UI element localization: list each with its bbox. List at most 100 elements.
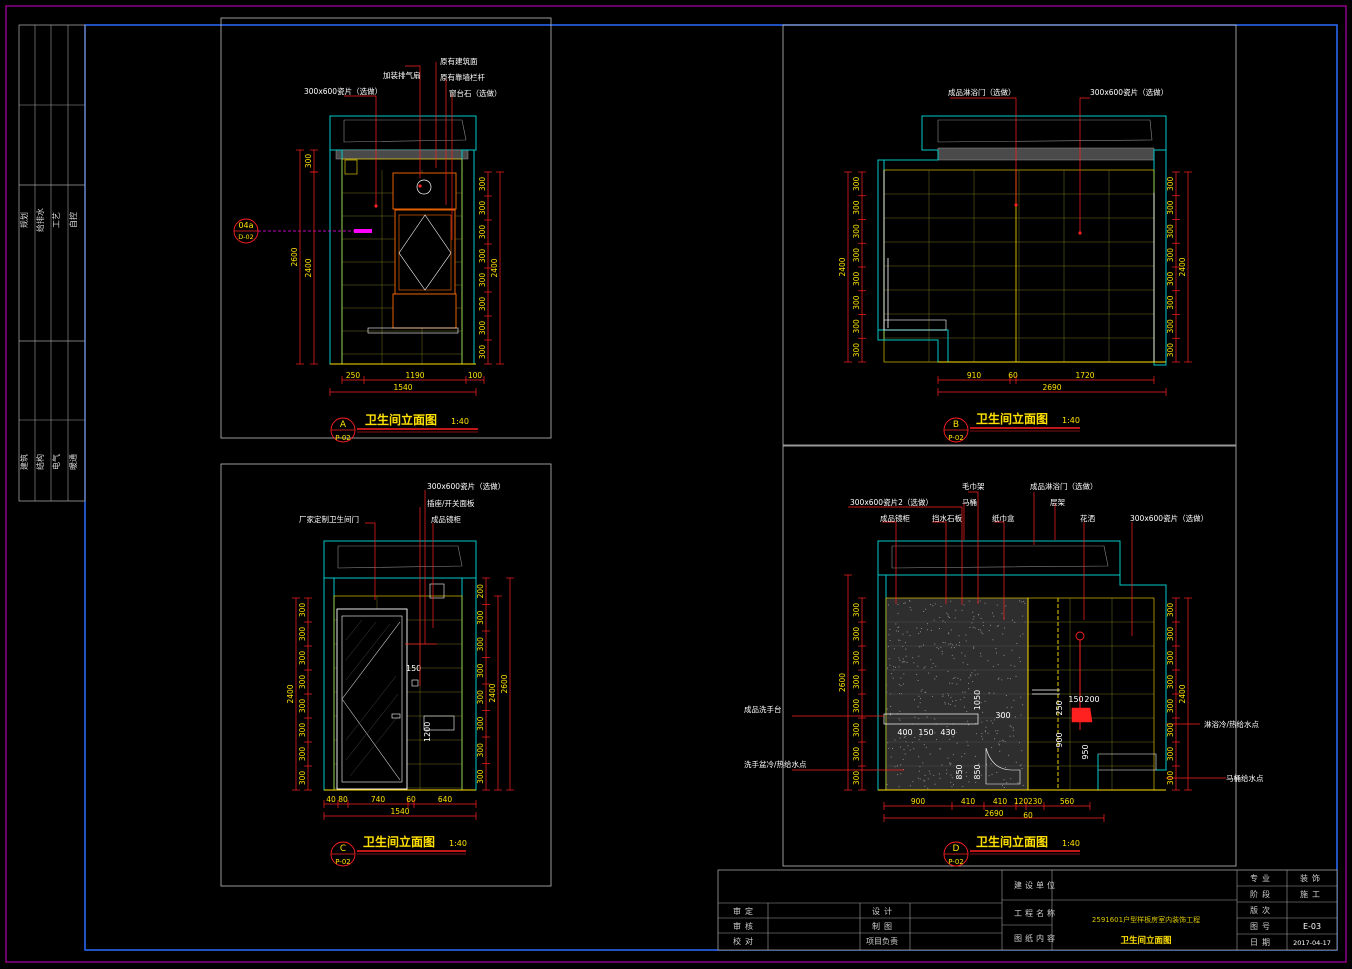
dim-b-left-7: 300	[852, 343, 861, 358]
elevation-d: 毛巾架 成品淋浴门（选做） 300x600瓷片2（选做） 马桶 层架 成品镜柜 …	[744, 481, 1264, 867]
tb-meta-label-0: 专业	[1250, 873, 1274, 883]
tb-meta-label-4: 日期	[1250, 938, 1274, 947]
tb-role-1: 设计	[872, 906, 896, 916]
dim-c-right-total-1: 2600	[500, 674, 509, 693]
dim-b-right-6: 300	[1166, 319, 1175, 334]
title-b-ref: P-02	[948, 434, 964, 442]
section-mark-id: 04a	[238, 221, 253, 230]
callout-d-13: 淋浴冷/热给水点	[1204, 719, 1260, 729]
dim-a-left-2: 2600	[290, 247, 299, 266]
title-b-scale: 1:40	[1062, 416, 1080, 425]
tb-drawing-label: 图纸内容	[1014, 933, 1058, 943]
tb-role-2: 制图	[872, 921, 896, 931]
elevation-b: 成品淋浴门（选做） 300x600瓷片（选做） 300 300 300 300 300 3…	[838, 87, 1192, 443]
dim-c-left-3: 300	[298, 675, 307, 690]
title-b: B P-02 卫生间立面图 1:40	[943, 411, 1080, 443]
callout-b-1: 成品淋浴门（选做）	[948, 87, 1016, 97]
callout-a-2: 原有靠墙栏杆	[440, 72, 485, 82]
dim-d-bottom-5: 560	[1060, 797, 1075, 806]
strip-upper-1: 给排水	[35, 208, 45, 232]
dim-d-bottom-3: 120	[1014, 797, 1029, 806]
tb-drawing-name: 卫生间立面图	[1120, 935, 1171, 946]
title-d: D P-02 卫生间立面图 1:40	[943, 834, 1080, 867]
callout-d-9: 花洒	[1080, 513, 1096, 523]
dim-c-bottom-total: 1540	[390, 807, 409, 816]
dim-d-right-6: 300	[1166, 747, 1175, 762]
dim-c-right-0: 200	[476, 584, 485, 599]
callout-d-4: 马桶	[962, 497, 977, 507]
title-a-scale: 1:40	[451, 417, 469, 426]
inner-dim-d-1: 150	[918, 728, 933, 737]
tb-meta-value-4: 2017-04-17	[1293, 939, 1331, 947]
dim-a-right-2: 300	[478, 225, 487, 240]
dim-c-right-6: 300	[476, 743, 485, 758]
dim-b-bottom-0: 910	[967, 371, 982, 380]
callout-d-6: 成品镜柜	[880, 513, 910, 523]
callout-d-14: 马桶给水点	[1226, 773, 1264, 783]
dim-c-bottom-0: 40	[326, 795, 336, 804]
dim-d-bottom-total: 2690	[984, 809, 1003, 818]
title-block: 审定 审核 校对 设计 制图 项目负责 建设单位 工程名称 图纸内容 25916…	[717, 869, 1338, 951]
dim-c-right-1: 300	[476, 610, 485, 625]
dim-b-bottom-2: 1720	[1075, 371, 1094, 380]
dim-c-left-5: 300	[298, 723, 307, 738]
view-frame-b	[782, 24, 1237, 446]
title-c: C P-02 卫生间立面图 1:40	[330, 834, 467, 867]
dim-d-left-5: 300	[852, 723, 861, 738]
strip-lower-2: 电气	[51, 454, 61, 470]
dim-c-bottom-3: 60	[406, 795, 416, 804]
title-d-scale: 1:40	[1062, 839, 1080, 848]
dim-d-bottom-1: 410	[961, 797, 976, 806]
dim-d-left-6: 300	[852, 747, 861, 762]
dim-a-left-0: 300	[304, 154, 313, 169]
dim-a-right-6: 300	[478, 321, 487, 336]
dim-b-right-2: 300	[1166, 224, 1175, 239]
dim-b-right-3: 300	[1166, 248, 1175, 263]
dim-b-right-1: 300	[1166, 200, 1175, 215]
title-d-id: D	[953, 844, 960, 854]
dim-a-bottom-1: 1190	[405, 371, 424, 380]
callout-d-7: 挡水石板	[932, 513, 962, 523]
inner-dim-d-2: 430	[940, 728, 955, 737]
callout-a-4: 窗台石（选做）	[449, 88, 502, 98]
callout-b-2: 300x600瓷片（选做）	[1090, 87, 1168, 97]
inner-dim-d-11: 250	[1055, 700, 1064, 715]
dim-d-bottom-sub: 60	[1023, 811, 1033, 820]
title-c-scale: 1:40	[449, 839, 467, 848]
dim-c-left-7: 300	[298, 771, 307, 786]
dim-c-right-5: 300	[476, 716, 485, 731]
elevation-c: 150 1200 300x600瓷片（选做） 插座/开关面板 厂家定制卫生间门 …	[286, 481, 514, 867]
dim-b-left-4: 300	[852, 271, 861, 286]
title-a: A P-02 卫生间立面图 1:40	[330, 412, 478, 443]
title-c-id: C	[340, 844, 346, 854]
dim-d-right-2: 300	[1166, 651, 1175, 666]
dim-d-right-4: 300	[1166, 699, 1175, 714]
dim-c-right-3: 300	[476, 663, 485, 678]
dim-b-right-7: 300	[1166, 343, 1175, 358]
view-frame-c	[220, 463, 552, 887]
dim-b-left-5: 300	[852, 295, 861, 310]
view-frame-d	[782, 445, 1237, 867]
tb-meta-label-2: 版次	[1250, 905, 1274, 915]
callout-a-5: 300x600瓷片（选做）	[304, 86, 382, 96]
dim-b-bottom-1: 60	[1008, 371, 1018, 380]
title-b-id: B	[953, 420, 959, 430]
dim-b-left-3: 300	[852, 248, 861, 263]
dim-c-left-0: 300	[298, 603, 307, 618]
inner-dim-d-0: 400	[897, 728, 912, 737]
dim-d-bottom-2: 410	[993, 797, 1008, 806]
callout-c-3: 厂家定制卫生间门	[299, 514, 359, 524]
inner-dim-d-6: 200	[1084, 695, 1099, 704]
dim-d-right-7: 300	[1166, 771, 1175, 786]
title-d-text: 卫生间立面图	[976, 834, 1048, 849]
inner-dim-d-9: 850	[955, 764, 964, 779]
dim-b-left-2: 300	[852, 224, 861, 239]
dim-a-right-total: 2400	[490, 258, 499, 277]
title-a-ref: P-02	[335, 434, 351, 442]
dim-a-right-0: 300	[478, 177, 487, 192]
callout-d-1: 毛巾架	[962, 481, 985, 491]
tb-meta-value-3: E-03	[1303, 922, 1321, 931]
callout-d-10: 300x600瓷片（选做）	[1130, 513, 1208, 523]
dim-a-right-3: 300	[478, 249, 487, 264]
inner-dim-d-3: 1050	[973, 690, 982, 710]
